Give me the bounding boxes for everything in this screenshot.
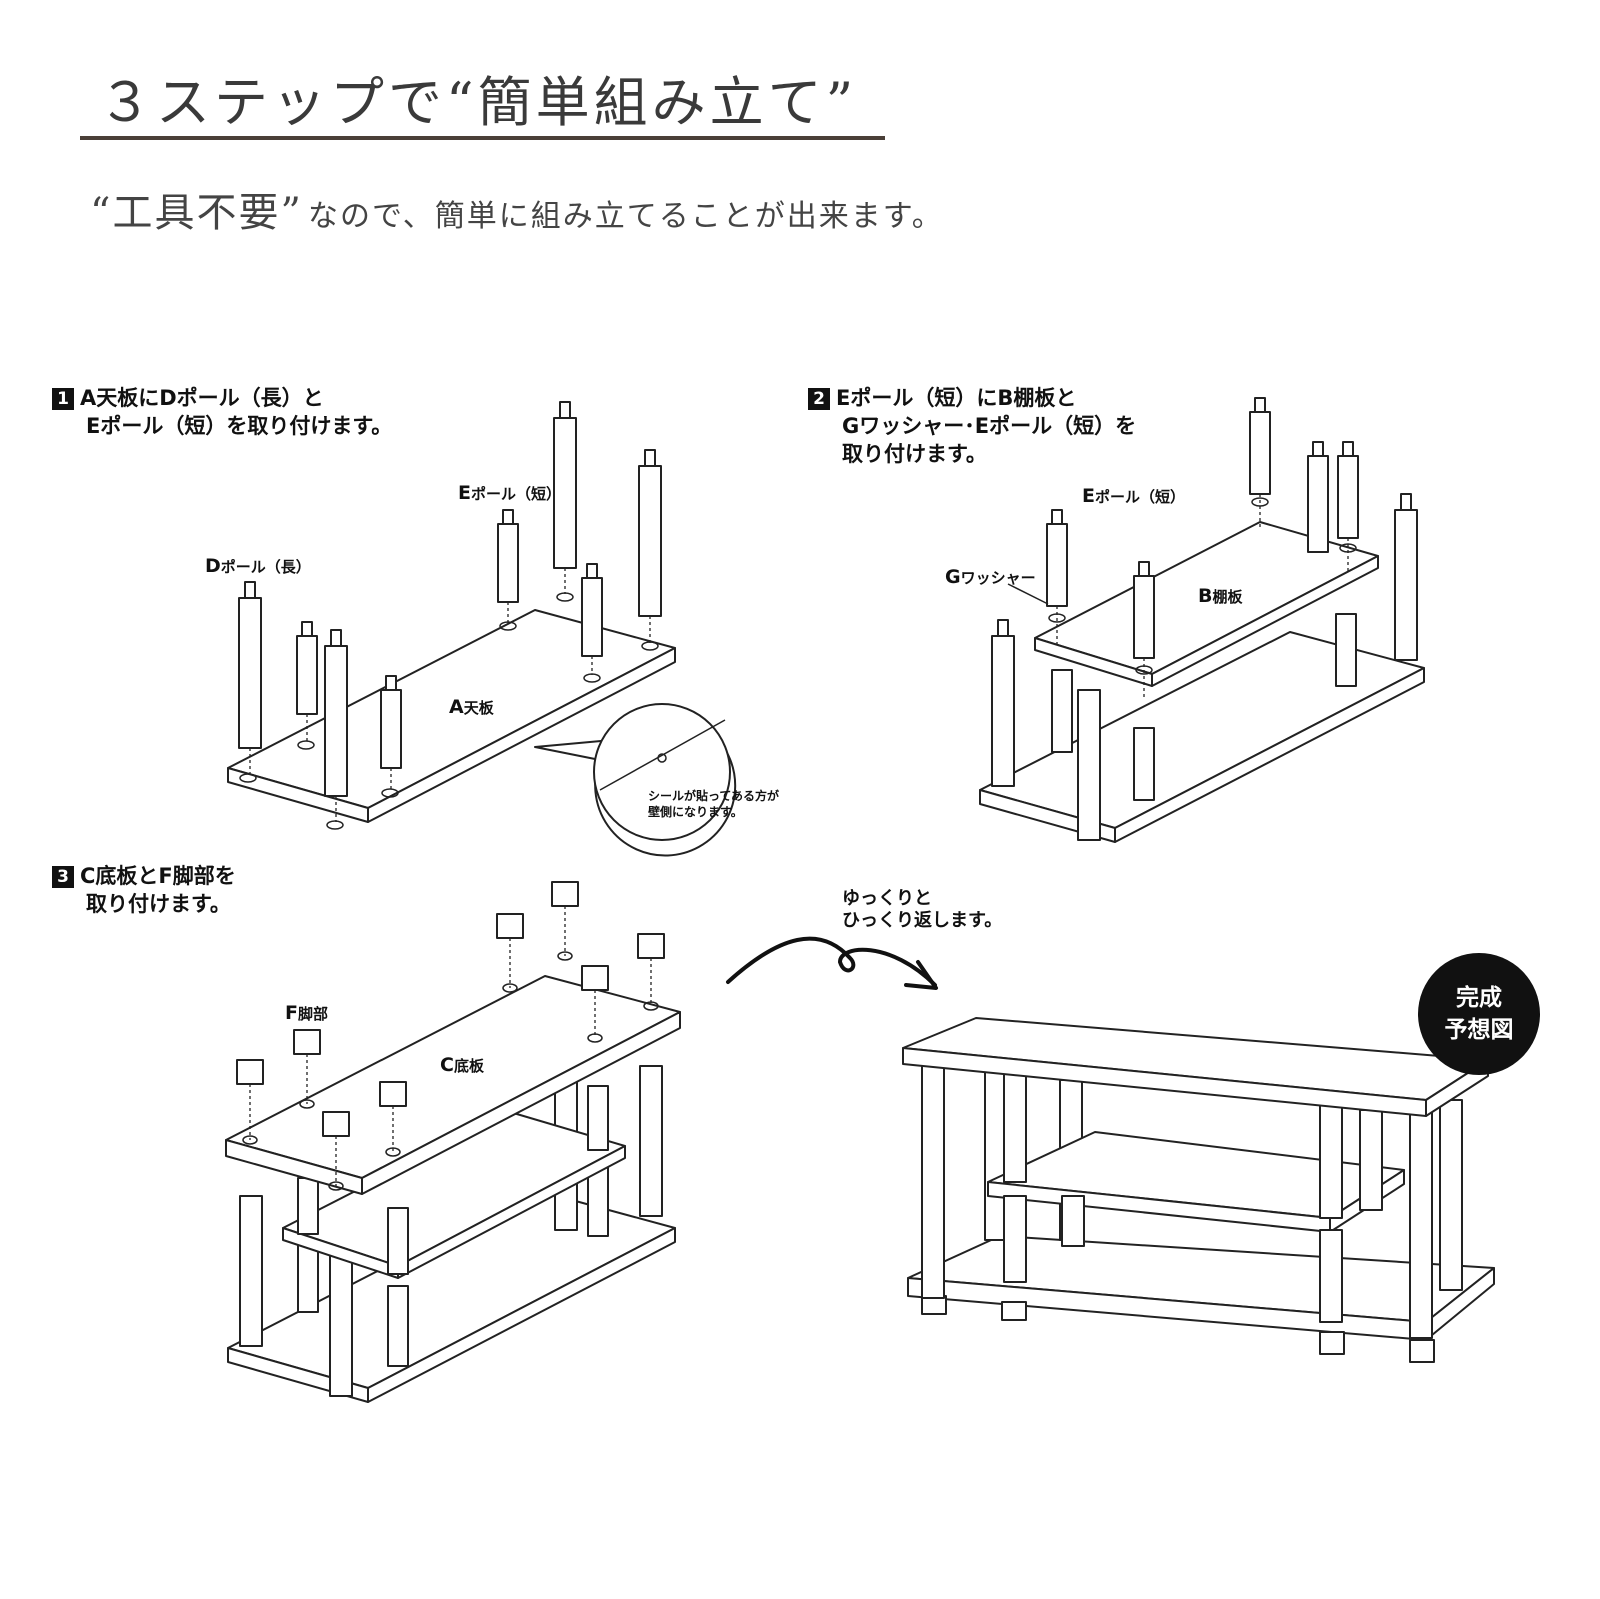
- e-pole-short: [380, 675, 402, 790]
- d-pole-long: [238, 581, 262, 775]
- completion-badge: 完成 予想図: [1418, 953, 1540, 1075]
- e-pole-short-upper: [1046, 509, 1068, 648]
- page-subtitle: “工具不要” なので、簡単に組み立てることが出来ます。: [90, 180, 944, 238]
- page-title: ３ステップで“簡単組み立て”: [98, 71, 858, 134]
- step-1-line-2: Eポール（短）を取り付けます。: [86, 414, 393, 438]
- f-leg: [581, 965, 609, 1043]
- d-pole-long: [553, 401, 577, 594]
- f-leg: [551, 881, 579, 961]
- e-pole-short-upper: [1133, 561, 1155, 700]
- e-pole-label-step-2: Eポール（短）: [1082, 485, 1185, 507]
- c-bottom-board-label: C底板: [440, 1054, 484, 1076]
- step-2-diagram: [979, 397, 1425, 843]
- step-1-line-1: A天板にDポール（長）と: [80, 386, 324, 410]
- a-top-board-label: A天板: [449, 696, 494, 718]
- step-3-diagram: [225, 881, 681, 1403]
- step-3-line-2: 取り付けます。: [86, 892, 231, 916]
- g-washer-label: Gワッシャー: [945, 566, 1036, 588]
- g-washer-leader: [1007, 583, 1049, 605]
- step-1-number: 1: [52, 388, 74, 410]
- seal-magnifier: [593, 703, 731, 841]
- step-3-instruction: 3 C底板とF脚部を 取り付けます。: [52, 862, 236, 918]
- e-pole-short: [296, 621, 318, 742]
- step-1-diagram: [227, 401, 737, 857]
- seal-note: シールが貼ってある方が 壁側になります。: [648, 789, 780, 819]
- title-divider: [80, 136, 885, 140]
- d-pole-long: [324, 629, 348, 822]
- step-2-number: 2: [808, 388, 830, 410]
- step-3-line-1: C底板とF脚部を: [80, 864, 236, 888]
- flip-note: ゆっくりと ひっくり返します。: [842, 888, 1003, 931]
- e-pole-short: [497, 509, 519, 623]
- e-pole-short: [581, 563, 603, 675]
- step-2-line-3: 取り付けます。: [842, 442, 987, 466]
- subtitle-text: なので、簡単に組み立てることが出来ます。: [308, 199, 944, 234]
- e-pole-label: Eポール（短）: [458, 482, 561, 504]
- subtitle-emphasis: “工具不要”: [90, 190, 303, 236]
- b-shelf-label: B棚板: [1198, 585, 1243, 607]
- f-leg: [293, 1029, 321, 1109]
- f-leg: [379, 1081, 407, 1157]
- step-3-number: 3: [52, 866, 74, 888]
- step-1-instruction: 1 A天板にDポール（長）と Eポール（短）を取り付けます。: [52, 384, 392, 440]
- d-pole-long: [638, 449, 662, 643]
- e-pole-short-upper: [1337, 441, 1359, 572]
- f-leg: [496, 913, 524, 993]
- f-leg-label: F脚部: [285, 1002, 328, 1024]
- a-top-board: [979, 631, 1425, 829]
- step-2-line-1: Eポール（短）にB棚板と: [836, 386, 1077, 410]
- e-pole-short-upper: [1249, 397, 1271, 530]
- f-leg: [637, 933, 665, 1011]
- d-pole-label: Dポール（長）: [205, 555, 311, 577]
- f-leg: [236, 1059, 264, 1145]
- f-leg: [322, 1111, 350, 1191]
- flip-arrow: [726, 936, 938, 990]
- step-2-instruction: 2 Eポール（短）にB棚板と Gワッシャー･Eポール（短）を 取り付けます。: [808, 384, 1136, 468]
- step-2-line-2: Gワッシャー･Eポール（短）を: [842, 414, 1137, 438]
- completed-rack: [902, 1017, 1495, 1363]
